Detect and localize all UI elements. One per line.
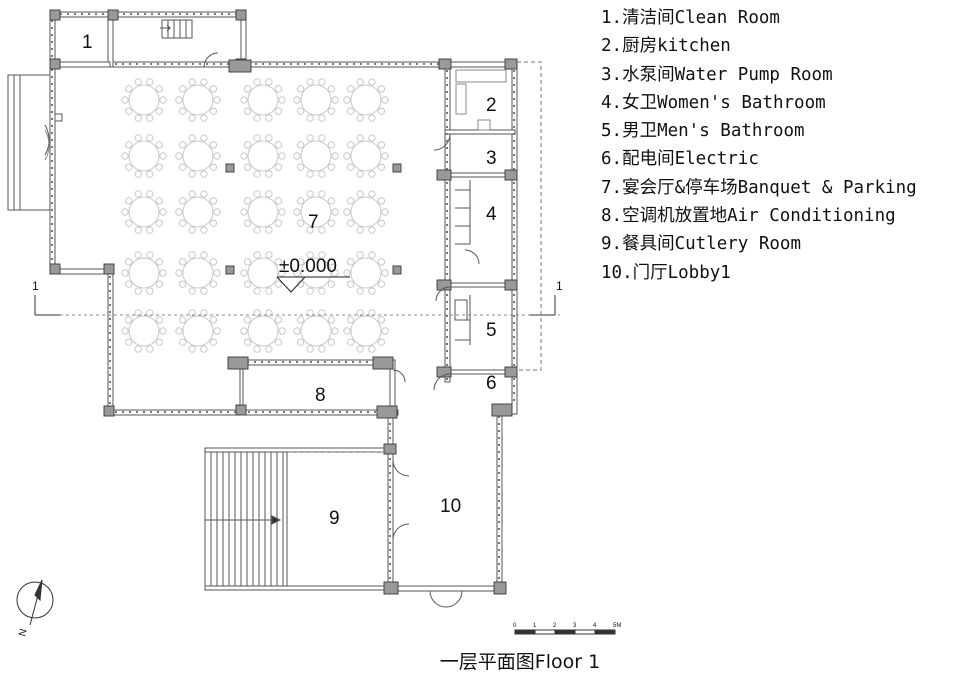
banquet-table [343, 251, 389, 295]
wall-hatching [51, 13, 515, 579]
room-legend: 1.清洁间Clean Room 2.厨房kitchen 3.水泵间Water P… [601, 4, 917, 287]
room-number-2: 2 [486, 95, 497, 116]
room-number-4: 4 [486, 204, 497, 225]
legend-item-cutlery-room: 9.餐具间Cutlery Room [601, 234, 802, 255]
north-label: N [17, 628, 29, 638]
legend-item-lobby: 10.门厅Lobby1 [601, 262, 731, 283]
legend-item-electric: 6.配电间Electric [601, 149, 759, 170]
banquet-table [240, 251, 286, 295]
legend-item-mens-bathroom: 5.男卫Men's Bathroom [601, 121, 805, 142]
banquet-table [343, 134, 389, 178]
structural-columns [49, 9, 518, 595]
small-staircase [160, 19, 193, 39]
banquet-table [293, 190, 339, 234]
section-mark-left: 1 [32, 279, 39, 293]
banquet-tables [121, 78, 389, 353]
scale-tick-label: 1 [533, 623, 537, 629]
elevation-marker [276, 276, 350, 293]
banquet-table [293, 309, 339, 353]
legend-item-womens-bathroom: 4.女卫Women's Bathroom [601, 92, 826, 113]
room-number-1: 1 [82, 32, 93, 53]
banquet-table [293, 251, 339, 295]
room-number-8: 8 [315, 385, 326, 406]
legend-item-clean-room: 1.清洁间Clean Room [601, 8, 780, 28]
elevation-label: ±0.000 [279, 256, 337, 277]
room-number-7: 7 [308, 212, 319, 233]
banquet-table [343, 78, 389, 122]
banquet-table [293, 134, 339, 178]
banquet-table [240, 134, 286, 178]
banquet-table [121, 134, 167, 178]
room-number-6: 6 [486, 373, 497, 394]
legend-item-air-conditioning: 8.空调机放置地Air Conditioning [601, 206, 896, 227]
legend-item-water-pump-room: 3.水泵间Water Pump Room [601, 64, 833, 85]
banquet-table [343, 309, 389, 353]
banquet-table [240, 78, 286, 122]
section-line [34, 295, 560, 316]
banquet-table [121, 78, 167, 122]
room-number-5: 5 [486, 320, 497, 341]
banquet-table [293, 78, 339, 122]
scale-tick-label: 3 [573, 623, 577, 629]
banquet-table [343, 190, 389, 234]
banquet-table [175, 309, 221, 353]
section-mark-right: 1 [556, 279, 563, 293]
bathroom-stalls [454, 180, 471, 345]
scale-tick-label: 4 [593, 623, 597, 629]
scale-tick-label: 2 [553, 623, 557, 629]
drawing-caption: 一层平面图Floor 1 [439, 651, 601, 673]
scale-tick-label: 0 [513, 623, 517, 629]
room-number-9: 9 [329, 508, 340, 529]
banquet-table [121, 251, 167, 295]
banquet-table [240, 309, 286, 353]
room-number-10: 10 [440, 496, 461, 517]
banquet-table [121, 190, 167, 234]
banquet-table [240, 190, 286, 234]
banquet-table [175, 78, 221, 122]
exterior-stairs [204, 451, 288, 587]
legend-item-banquet-parking: 7.宴会厅&停车场Banquet & Parking [601, 177, 917, 198]
legend-item-kitchen: 2.厨房kitchen [601, 36, 731, 57]
banquet-table [175, 251, 221, 295]
kitchen-fixtures [455, 69, 507, 131]
north-arrow [16, 579, 54, 626]
door-swings [203, 52, 480, 608]
room-number-3: 3 [486, 148, 497, 169]
banquet-table [175, 134, 221, 178]
left-terrace [7, 74, 63, 211]
exterior-walls [49, 11, 518, 592]
banquet-table [121, 309, 167, 353]
banquet-table [175, 190, 221, 234]
scale-bar [514, 629, 616, 635]
scale-tick-label: 5M [613, 623, 621, 629]
